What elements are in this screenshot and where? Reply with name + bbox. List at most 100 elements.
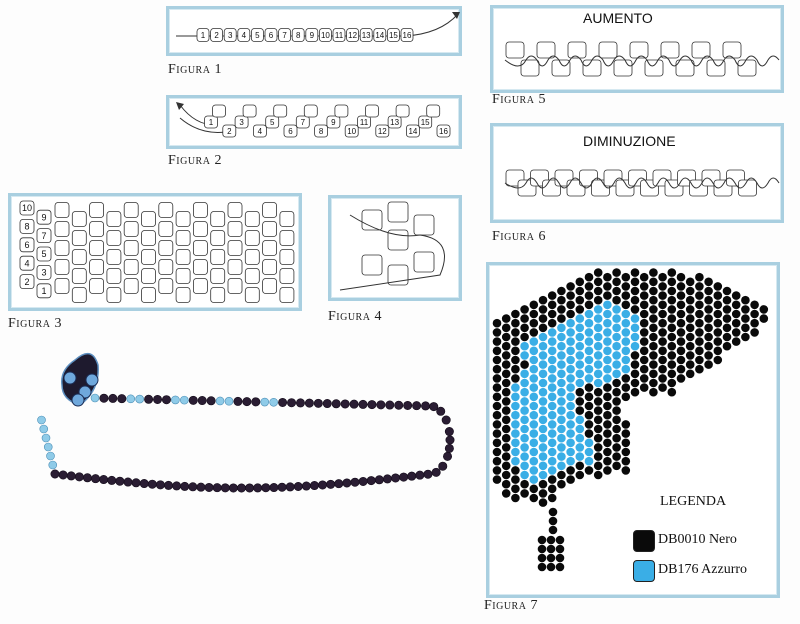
necklace-bead <box>313 398 323 408</box>
black-bead <box>676 337 686 346</box>
fig3-bead <box>262 240 278 256</box>
fig3-numbered-bead-number: 4 <box>24 258 29 268</box>
black-bead <box>667 387 677 397</box>
fig3-bead <box>192 259 208 275</box>
necklace-bead <box>41 433 51 443</box>
black-bead <box>639 346 649 356</box>
black-bead <box>731 328 741 337</box>
black-bead <box>492 374 502 383</box>
black-bead <box>520 332 529 342</box>
blue-bead <box>520 415 529 425</box>
fig3-bead <box>141 268 156 284</box>
black-bead <box>685 341 695 351</box>
fig1-bead <box>359 28 373 42</box>
fig1-bead <box>386 28 400 42</box>
blue-bead <box>511 383 520 392</box>
fig2-bead <box>314 124 329 138</box>
blue-bead <box>529 392 539 402</box>
fig1-bead <box>278 28 292 42</box>
black-bead <box>555 544 565 554</box>
necklace-bead <box>438 461 448 471</box>
necklace-bead <box>445 435 455 445</box>
black-bead <box>685 323 695 333</box>
black-bead <box>649 314 658 323</box>
necklace-bead <box>117 394 127 404</box>
black-bead <box>593 387 603 397</box>
black-bead <box>612 461 621 471</box>
black-bead <box>704 323 713 333</box>
black-bead <box>695 272 704 282</box>
black-bead <box>538 305 548 314</box>
fig1-bead-number: 13 <box>362 31 371 40</box>
fig3-bead <box>141 230 156 246</box>
black-bead <box>722 314 732 323</box>
fig3-bead <box>89 240 104 256</box>
black-bead <box>630 360 640 369</box>
black-bead <box>639 318 649 328</box>
blue-bead <box>520 452 529 461</box>
necklace-bead <box>366 476 376 486</box>
black-bead <box>612 387 621 397</box>
fig3-bead <box>89 202 104 218</box>
blue-bead <box>621 309 631 319</box>
figure-6-title: DIMINUZIONE <box>583 133 676 149</box>
blue-bead <box>529 364 539 374</box>
blue-bead <box>603 346 612 356</box>
fig5-bead <box>613 59 633 77</box>
black-bead <box>492 456 502 466</box>
blue-bead <box>584 374 594 383</box>
black-bead <box>685 277 695 287</box>
blue-bead <box>630 314 640 323</box>
blue-bead <box>603 374 612 383</box>
black-bead <box>676 355 686 365</box>
necklace-bead <box>50 469 60 479</box>
black-bead <box>741 323 750 333</box>
fig3-bead <box>71 268 87 284</box>
blue-bead <box>529 475 539 484</box>
fig2-top-bead <box>334 104 349 118</box>
black-bead <box>630 268 640 277</box>
fig3-bead <box>158 221 174 237</box>
black-bead <box>492 466 502 475</box>
black-bead <box>492 346 502 356</box>
black-bead <box>612 424 621 434</box>
black-bead <box>538 479 548 489</box>
blue-bead <box>529 466 539 475</box>
blue-bead <box>557 341 566 351</box>
black-bead <box>630 378 640 388</box>
blue-bead <box>584 346 594 356</box>
black-bead <box>704 332 713 342</box>
blue-bead <box>520 443 529 452</box>
blue-bead <box>593 323 603 333</box>
blue-bead <box>566 364 575 374</box>
fig3-bead <box>71 287 87 303</box>
necklace-bead <box>74 472 84 482</box>
black-bead <box>584 410 594 420</box>
fig3-bead <box>106 287 122 303</box>
black-bead <box>603 383 612 392</box>
necklace-bead <box>82 473 92 483</box>
black-bead <box>685 360 695 369</box>
blue-bead <box>511 456 520 466</box>
necklace-bead <box>212 483 222 493</box>
fig1-bead <box>210 28 224 42</box>
fig1-bead <box>346 28 360 42</box>
blue-bead <box>630 323 640 333</box>
black-bead <box>593 461 603 471</box>
black-bead <box>704 295 713 305</box>
black-bead <box>621 466 631 475</box>
black-bead <box>649 360 658 369</box>
blue-bead <box>547 374 557 383</box>
blue-bead <box>529 374 539 383</box>
figure-5-title: AUMENTO <box>583 10 653 26</box>
fig2-bead <box>344 124 359 138</box>
black-bead <box>603 282 612 291</box>
fig3-bead <box>192 240 208 256</box>
blue-bead <box>584 318 594 328</box>
necklace-bead <box>295 398 305 408</box>
necklace-bead <box>412 401 422 411</box>
black-bead <box>621 429 631 438</box>
blue-bead <box>557 433 566 443</box>
blue-bead <box>584 456 594 466</box>
necklace-bead <box>318 480 328 490</box>
